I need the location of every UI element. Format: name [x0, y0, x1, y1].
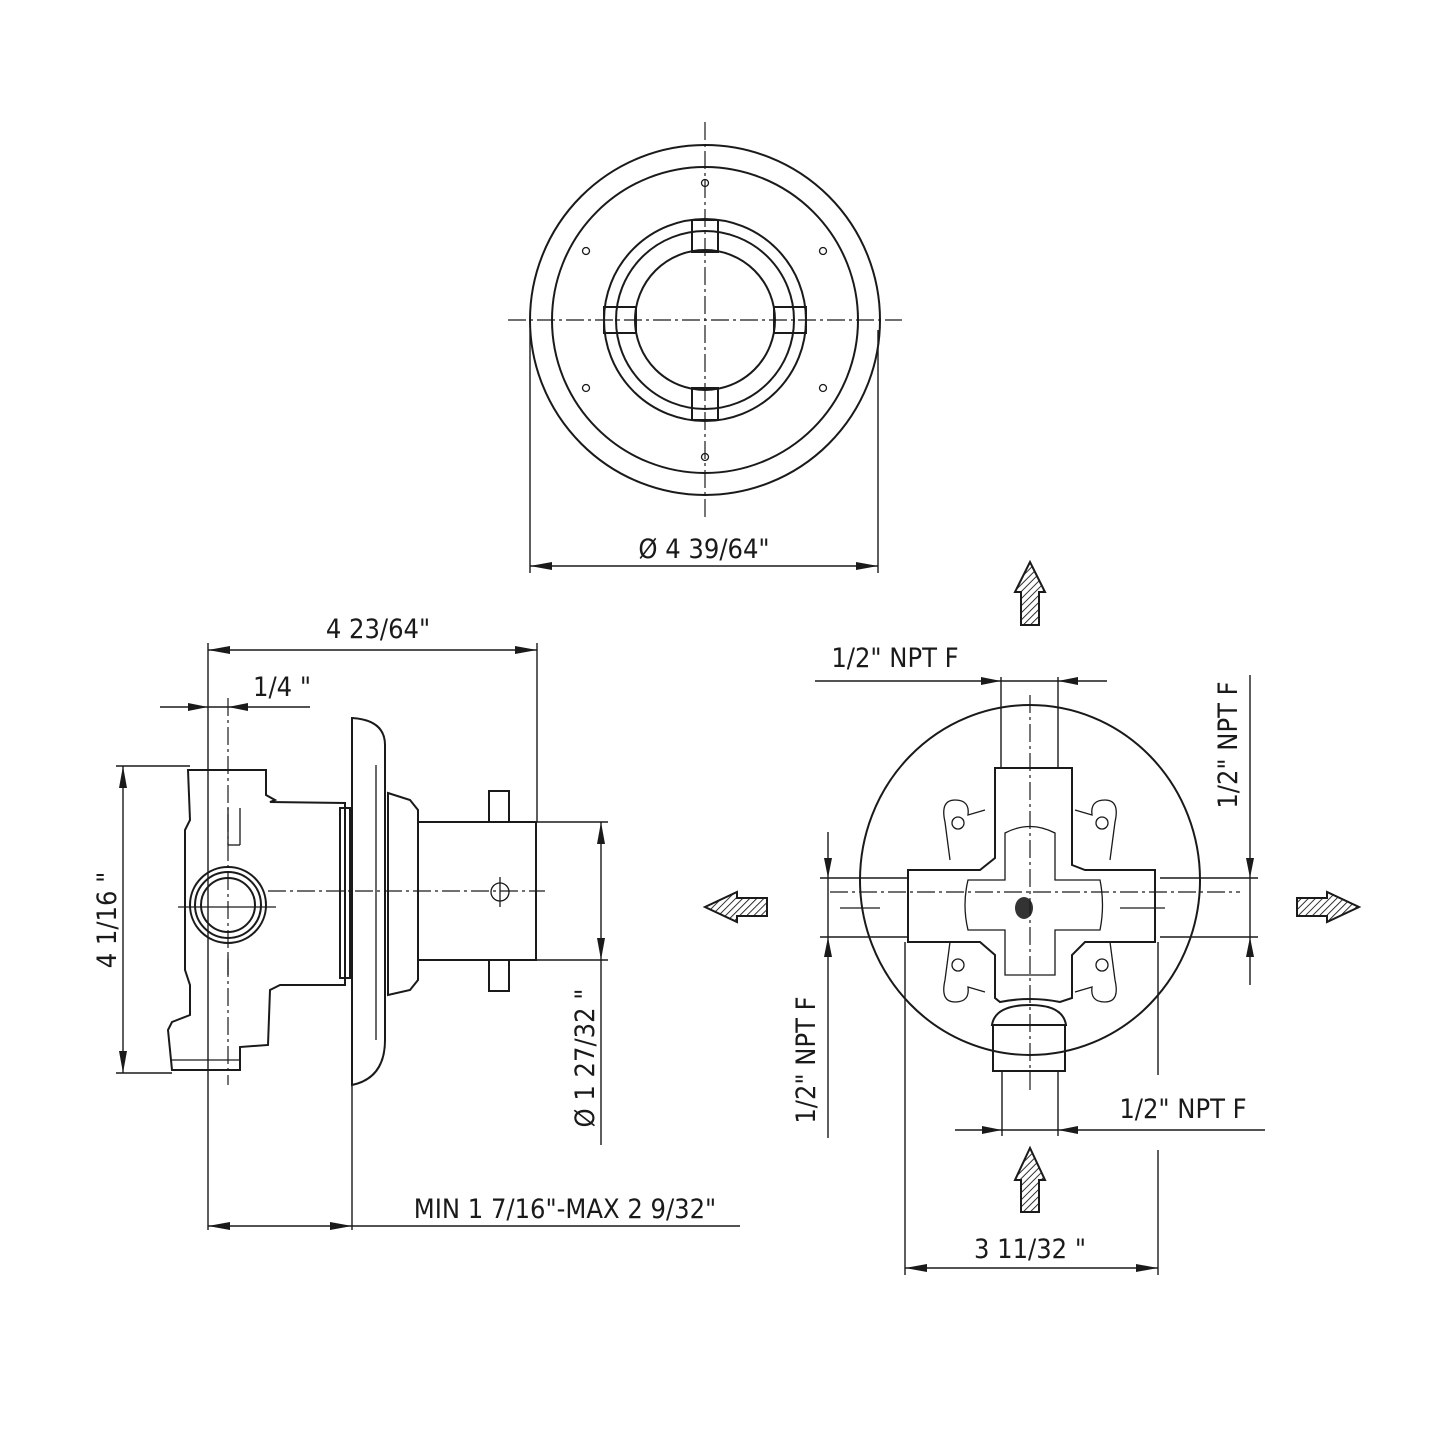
rear-top-port-label: 1/2" NPT F: [831, 643, 958, 674]
side-stem-diameter-label: Ø 1 27/32 ": [570, 989, 601, 1128]
front-view: Ø 4 39/64": [508, 122, 902, 573]
rear-view: 1/2" NPT F 1/2" NPT F 1/2" NPT F 1/2" NP…: [702, 559, 1362, 1275]
side-view: 4 23/64" 1/4 " 4 1/16 " Ø 1 27/32 " MIN …: [92, 614, 740, 1230]
flow-arrow-inlet-icon: [1013, 1145, 1047, 1213]
side-length-label: 4 23/64": [326, 614, 430, 645]
rear-left-port-label: 1/2" NPT F: [791, 996, 822, 1123]
side-offset-label: 1/4 ": [253, 672, 311, 703]
side-wall-depth-label: MIN 1 7/16"-MAX 2 9/32": [414, 1194, 716, 1225]
rear-bottom-port-label: 1/2" NPT F: [1119, 1094, 1246, 1125]
rear-right-port-label: 1/2" NPT F: [1213, 681, 1244, 808]
rear-width-label: 3 11/32 ": [974, 1234, 1086, 1265]
flow-arrow-left-icon: [702, 890, 768, 924]
front-diameter-label: Ø 4 39/64": [638, 534, 769, 565]
flow-arrow-right-icon: [1296, 890, 1362, 924]
side-height-label: 4 1/16 ": [92, 872, 123, 969]
flow-arrow-up-icon: [1013, 559, 1047, 626]
